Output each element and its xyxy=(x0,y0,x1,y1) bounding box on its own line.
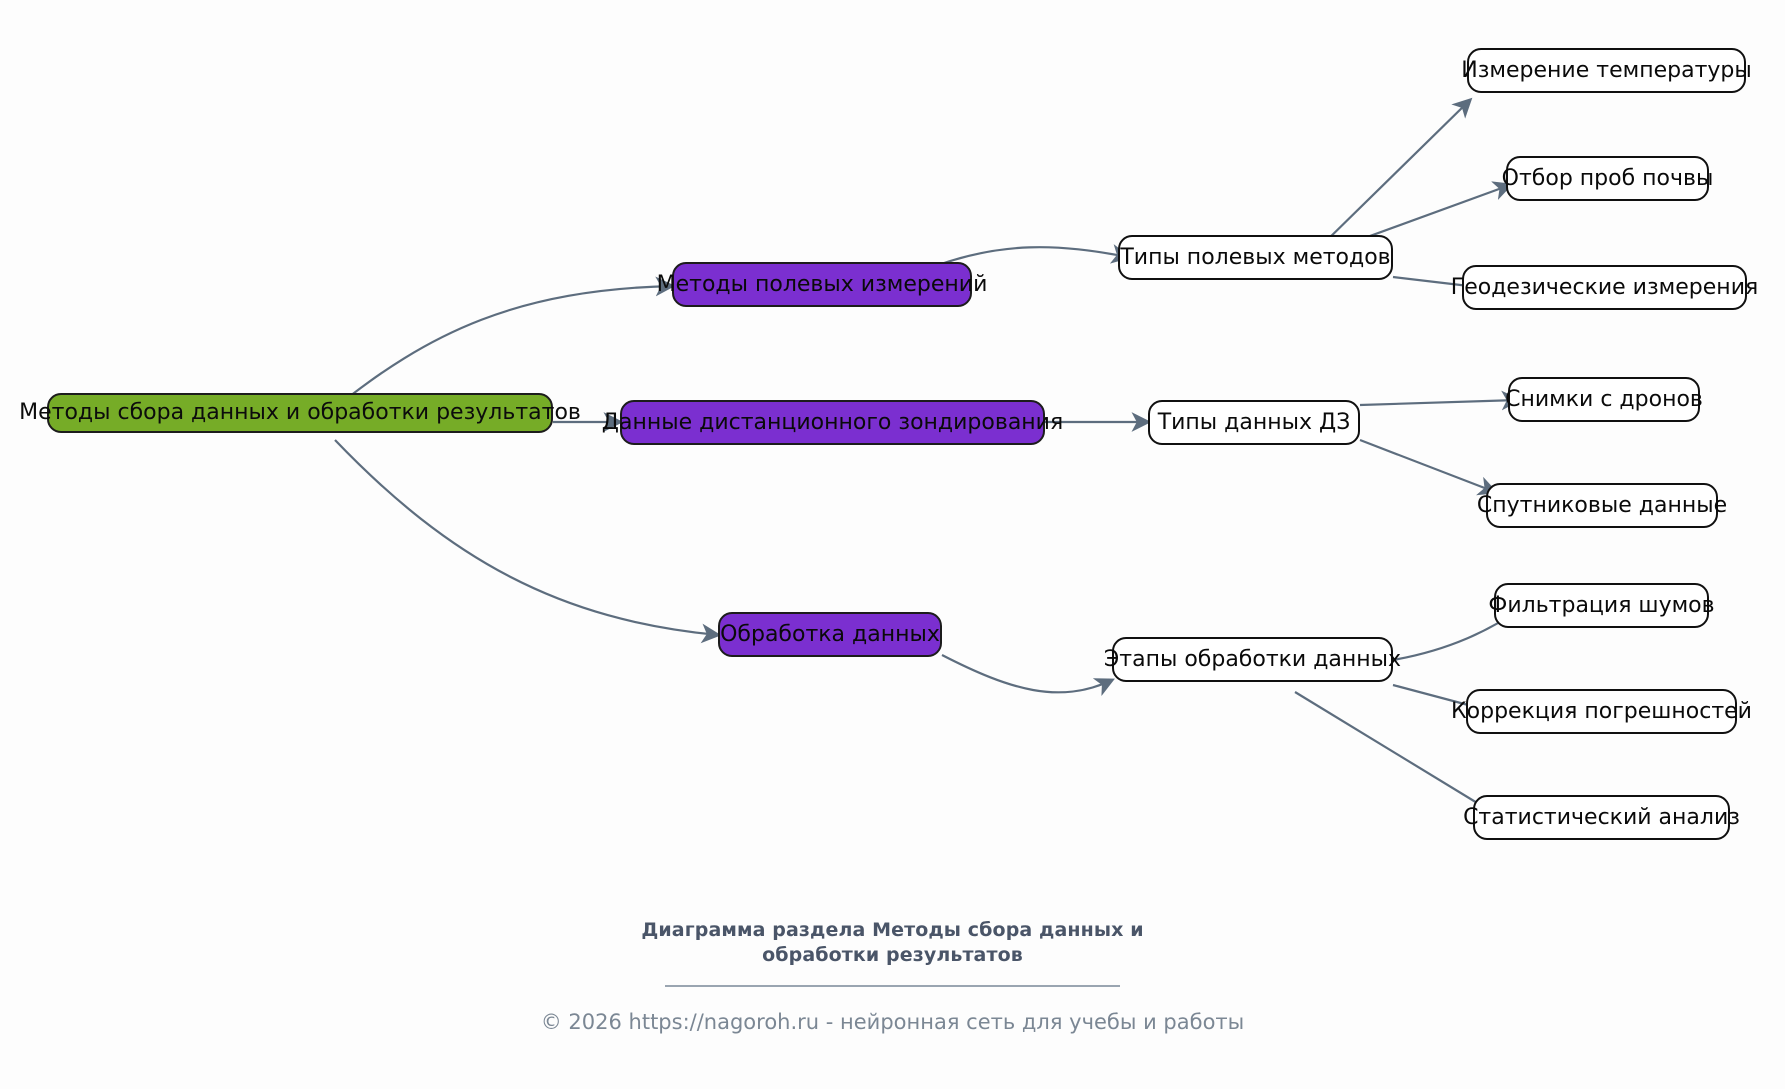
node-branch-data-processing-label: Обработка данных xyxy=(720,621,940,647)
node-root-label: Методы сбора данных и обработки результа… xyxy=(19,400,581,425)
node-branch-data-processing[interactable]: Обработка данных xyxy=(718,612,942,657)
node-leaf-temperature[interactable]: Измерение температуры xyxy=(1461,48,1752,93)
node-leaf-geodesy-label: Геодезические измерения xyxy=(1450,274,1759,300)
node-root[interactable]: Методы сбора данных и обработки результа… xyxy=(19,393,581,433)
node-branch-field-methods-label: Методы полевых измерений xyxy=(656,271,988,297)
node-branch-field-methods[interactable]: Методы полевых измерений xyxy=(657,262,987,307)
node-group-field-method-types[interactable]: Типы полевых методов xyxy=(1118,235,1393,280)
node-leaf-error-correction-label: Коррекция погрешностей xyxy=(1451,698,1752,724)
node-leaf-temperature-label: Измерение температуры xyxy=(1461,57,1752,83)
caption-copyright: © 2026 https://nagoroh.ru - нейронная се… xyxy=(540,1009,1245,1034)
node-leaf-noise-filtering[interactable]: Фильтрация шумов xyxy=(1488,583,1715,628)
node-group-remote-sensing-types[interactable]: Типы данных ДЗ xyxy=(1148,400,1360,445)
edge-dz-to-drone-imagery xyxy=(1359,390,1522,411)
node-branch-remote-sensing[interactable]: Данные дистанционного зондирования xyxy=(602,400,1063,445)
caption-title-line-1: Диаграмма раздела Методы сбора данных и xyxy=(641,919,1144,941)
node-leaf-soil-sampling-label: Отбор проб почвы xyxy=(1501,165,1714,191)
node-leaf-statistical-analysis[interactable]: Статистический анализ xyxy=(1463,795,1740,840)
node-leaf-soil-sampling[interactable]: Отбор проб почвы xyxy=(1502,156,1713,201)
edge-root-to-data-processing xyxy=(334,439,722,644)
node-leaf-noise-filtering-label: Фильтрация шумов xyxy=(1488,592,1715,618)
edge-types-to-temperature xyxy=(1319,97,1473,248)
node-group-remote-sensing-types-label: Типы данных ДЗ xyxy=(1157,409,1351,435)
edge-data-processing-to-stages xyxy=(941,654,1115,697)
node-leaf-drone-imagery-label: Снимки с дронов xyxy=(1505,386,1703,412)
caption-title-line-2: обработки результатов xyxy=(762,944,1023,967)
node-leaf-error-correction[interactable]: Коррекция погрешностей xyxy=(1451,689,1752,734)
node-leaf-drone-imagery[interactable]: Снимки с дронов xyxy=(1505,377,1703,422)
caption-divider xyxy=(665,984,1120,987)
node-group-processing-stages-label: Этапы обработки данных xyxy=(1103,646,1402,672)
edge-dz-to-satellite-data xyxy=(1359,438,1499,496)
node-leaf-satellite-data[interactable]: Спутниковые данные xyxy=(1477,483,1727,528)
node-leaf-statistical-analysis-label: Статистический анализ xyxy=(1463,804,1740,830)
node-group-field-method-types-label: Типы полевых методов xyxy=(1120,244,1391,270)
node-branch-remote-sensing-label: Данные дистанционного зондирования xyxy=(601,409,1064,435)
node-leaf-geodesy[interactable]: Геодезические измерения xyxy=(1451,265,1758,310)
node-leaf-satellite-data-label: Спутниковые данные xyxy=(1476,492,1728,518)
node-group-processing-stages[interactable]: Этапы обработки данных xyxy=(1104,637,1401,682)
caption-title: Диаграмма раздела Методы сбора данных и … xyxy=(0,918,1785,969)
caption-block: Диаграмма раздела Методы сбора данных и … xyxy=(0,918,1785,1035)
